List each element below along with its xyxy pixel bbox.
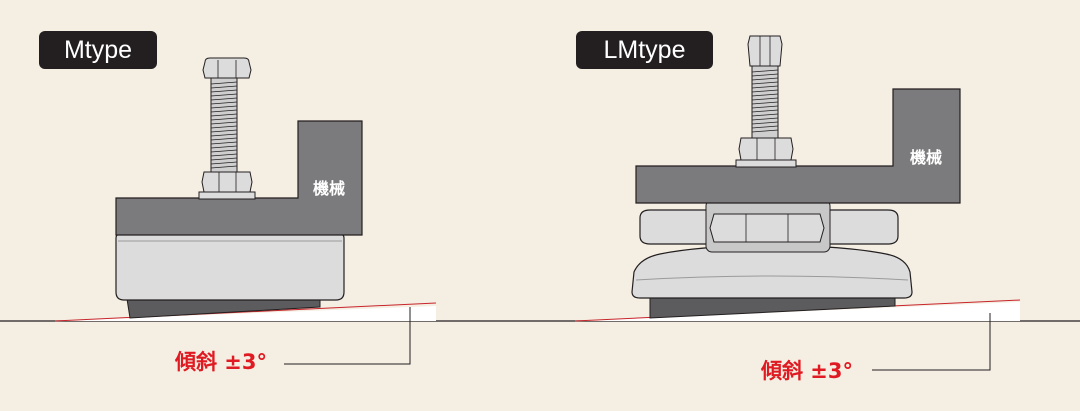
mtype-tilt-annotation: 傾斜 ±3° [175, 350, 268, 374]
lmtype-leader-line [872, 313, 991, 371]
lmtype-dome [631, 244, 913, 299]
lmtype-washer [735, 159, 797, 168]
lmtype-bolt-thread [751, 69, 779, 133]
lmtype-lock-nut [709, 213, 825, 243]
lmtype-lower-nut [738, 137, 794, 161]
mtype-mount: 機械 [54, 57, 437, 365]
mtype-bolt [210, 77, 238, 173]
lmtype-dome-rim [635, 275, 909, 281]
mtype-top-nut [202, 57, 252, 79]
lmtype-machine-label: 機械 [910, 148, 942, 167]
mtype-bolt-thread [210, 81, 238, 169]
mtype-leader-line [284, 307, 411, 365]
lmtype-machine [635, 88, 961, 204]
lmtype-tilt-annotation: 傾斜 ±3° [761, 359, 854, 383]
mtype-washer [198, 191, 256, 200]
lmtype-mount: 機械 [574, 35, 1021, 371]
mtype-lower-nut [201, 171, 253, 193]
mtype-tilt-line [54, 302, 437, 322]
lmtype-label: LMtype [576, 31, 713, 69]
mtype-label: Mtype [39, 31, 157, 69]
mtype-machine-label: 機械 [313, 179, 345, 198]
mtype-machine [115, 120, 363, 236]
mtype-body [115, 232, 345, 301]
lmtype-bolt-head [747, 35, 783, 67]
